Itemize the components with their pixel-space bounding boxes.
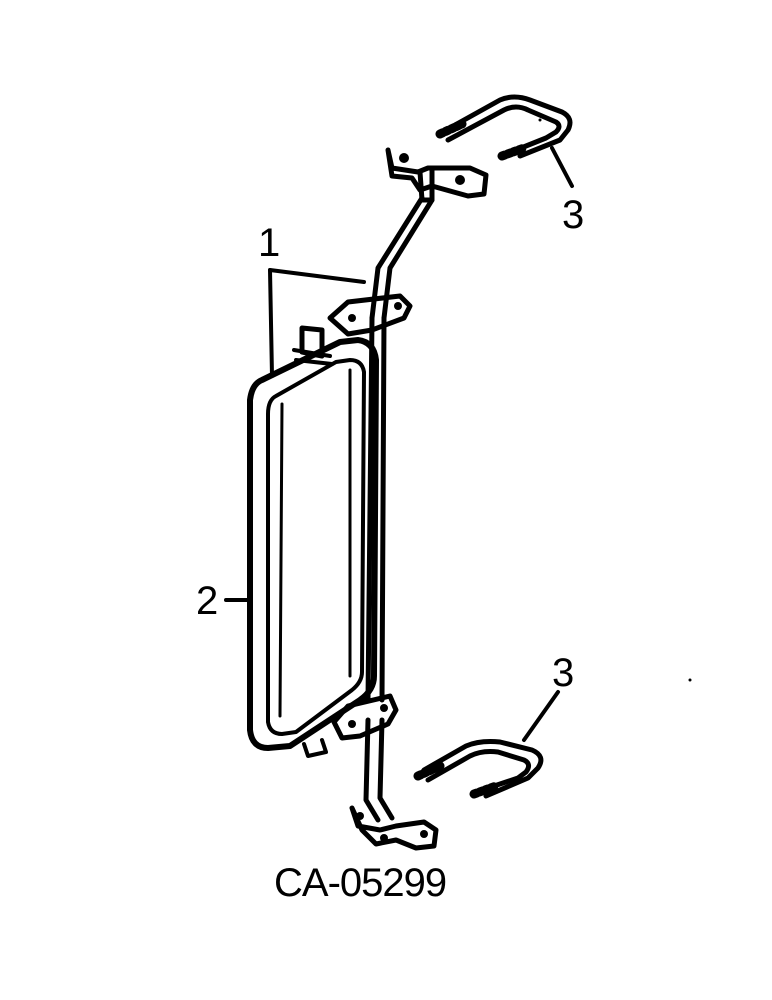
- leader-lines: [224, 146, 574, 742]
- mirror-support-arm: [363, 195, 435, 823]
- callout-3-bottom: 3: [552, 651, 574, 695]
- drawing-code-label: CA-05299: [274, 861, 446, 905]
- callout-3-top: 3: [562, 193, 584, 237]
- upper-mounting-bracket: [385, 147, 489, 203]
- scan-speck: [688, 678, 692, 682]
- lower-clamp: [331, 693, 399, 741]
- callout-1: 1: [258, 221, 280, 265]
- mirror-head: [247, 337, 379, 758]
- scan-speck: [538, 118, 542, 122]
- u-bolt-lower: [413, 739, 544, 799]
- u-bolt-upper: [435, 94, 573, 161]
- callout-2: 2: [196, 579, 218, 623]
- lower-mounting-bracket: [349, 805, 439, 851]
